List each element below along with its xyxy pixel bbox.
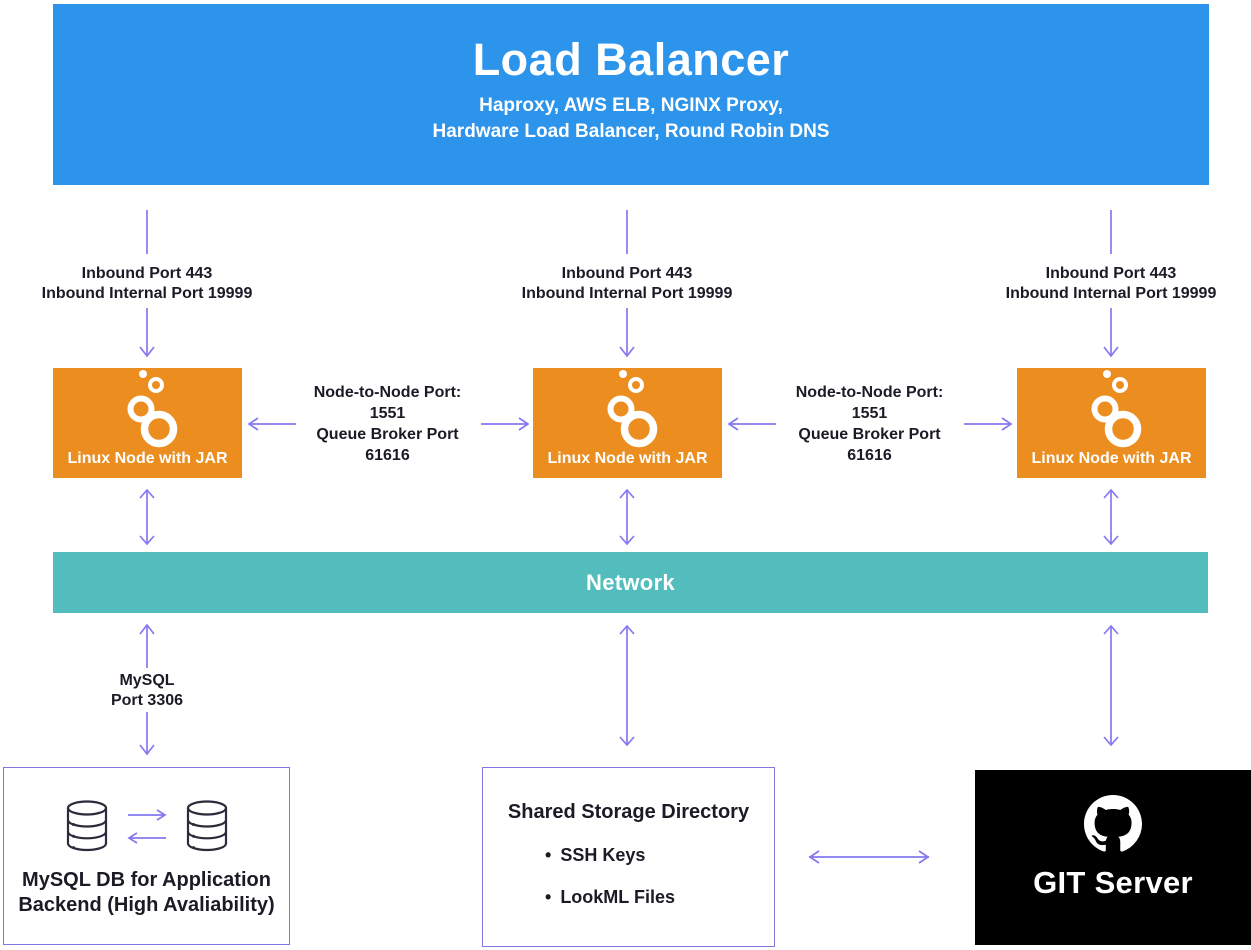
node-network-arrow-icon-1 [139,488,155,546]
db-sync-left-arrow-icon [126,831,166,844]
inbound-port-label-3-line2: Inbound Internal Port 19999 [1005,285,1217,302]
linux-node-box-1: Linux Node with JAR [53,368,242,478]
storage-item-label: SSH Keys [560,845,646,865]
looker-icon [1091,370,1141,448]
inbound-port-label-2-line2: Inbound Internal Port 19999 [521,285,733,302]
shared-storage-title: Shared Storage Directory [507,801,750,823]
node-link-label-1: Node-to-Node Port: 1551 Queue Broker Por… [296,382,479,466]
inbound-port-label-2-line1: Inbound Port 443 [561,265,693,282]
arrow-left-icon [247,417,296,431]
lb-node-connector-line-3 [1110,210,1112,254]
network-label: Network [586,569,675,595]
mysql-arrow-up-icon [139,623,155,668]
database-icon-2 [186,800,227,852]
lb-node-connector-line-2 [626,210,628,254]
storage-item-ssh-keys: • SSH Keys [545,845,774,866]
arrow-left-icon [727,417,776,431]
node-link-2: Node-to-Node Port: 1551 Queue Broker Por… [726,384,1013,464]
inbound-port-label-1-line1: Inbound Port 443 [81,265,213,282]
bullet-icon: • [545,845,552,865]
mysql-db-box: MySQL DB for Application Backend (High A… [3,767,290,945]
load-balancer-title: Load Balancer [472,34,790,85]
load-balancer-subtitle-line1: Haproxy, AWS ELB, NGINX Proxy, [479,95,783,116]
node-link-label-1-line1: Node-to-Node Port: 1551 [313,384,462,422]
database-icon-1 [66,800,107,852]
git-server-label: GIT Server [1033,865,1193,900]
arrow-right-icon [964,417,1013,431]
mysql-db-label-line2: Backend (High Avaliability) [18,894,275,916]
bullet-icon: • [545,887,552,907]
storage-git-arrow-icon [808,850,930,864]
linux-node-label-3: Linux Node with JAR [1031,450,1192,467]
node-link-label-2: Node-to-Node Port: 1551 Queue Broker Por… [777,382,963,466]
mysql-arrow-down-icon [139,712,155,756]
node-link-label-2-line1: Node-to-Node Port: 1551 [795,384,944,422]
linux-node-box-3: Linux Node with JAR [1017,368,1206,478]
network-git-arrow-icon [1103,624,1119,747]
node-network-arrow-icon-2 [619,488,635,546]
github-icon [1084,795,1142,852]
lb-node-arrow-down-icon-2 [619,308,635,358]
inbound-port-label-3-line1: Inbound Port 443 [1045,265,1177,282]
node-link-label-2-line2: Queue Broker Port 61616 [798,426,941,464]
linux-node-label-2: Linux Node with JAR [547,450,708,467]
mysql-port-label-line2: Port 3306 [110,692,184,709]
db-sync-arrows [126,808,168,845]
shared-storage-box: Shared Storage Directory • SSH Keys • Look… [482,767,775,947]
arrow-right-icon [481,417,529,431]
node-link-1: Node-to-Node Port: 1551 Queue Broker Por… [246,384,529,464]
mysql-port-label: MySQL Port 3306 [47,671,247,711]
mysql-port-label-line1: MySQL [119,672,175,689]
looker-icon [607,370,657,448]
storage-item-label: LookML Files [560,887,675,907]
load-balancer-subtitle-line2: Hardware Load Balancer, Round Robin DNS [432,121,830,142]
network-storage-arrow-icon [619,624,635,747]
lb-node-arrow-down-icon-3 [1103,308,1119,358]
inbound-port-label-2: Inbound Port 443 Inbound Internal Port 1… [482,264,772,304]
linux-node-box-2: Linux Node with JAR [533,368,722,478]
git-server-box: GIT Server [975,770,1251,945]
storage-item-lookml-files: • LookML Files [545,887,774,908]
linux-node-label-1: Linux Node with JAR [67,450,228,467]
looker-icon [127,370,177,448]
load-balancer-box: Load Balancer Haproxy, AWS ELB, NGINX Pr… [53,4,1209,185]
db-sync-right-arrow-icon [127,808,167,821]
node-link-label-1-line2: Queue Broker Port 61616 [316,426,459,464]
lb-node-connector-line-1 [146,210,148,254]
mysql-db-label-line1: MySQL DB for Application [22,869,271,891]
db-replication-row [4,800,289,852]
network-bar: Network [53,552,1208,613]
inbound-port-label-1-line2: Inbound Internal Port 19999 [41,285,253,302]
inbound-port-label-1: Inbound Port 443 Inbound Internal Port 1… [2,264,292,304]
inbound-port-label-3: Inbound Port 443 Inbound Internal Port 1… [966,264,1251,304]
mysql-db-label: MySQL DB for Application Backend (High A… [4,868,289,918]
node-network-arrow-icon-3 [1103,488,1119,546]
lb-node-arrow-down-icon-1 [139,308,155,358]
